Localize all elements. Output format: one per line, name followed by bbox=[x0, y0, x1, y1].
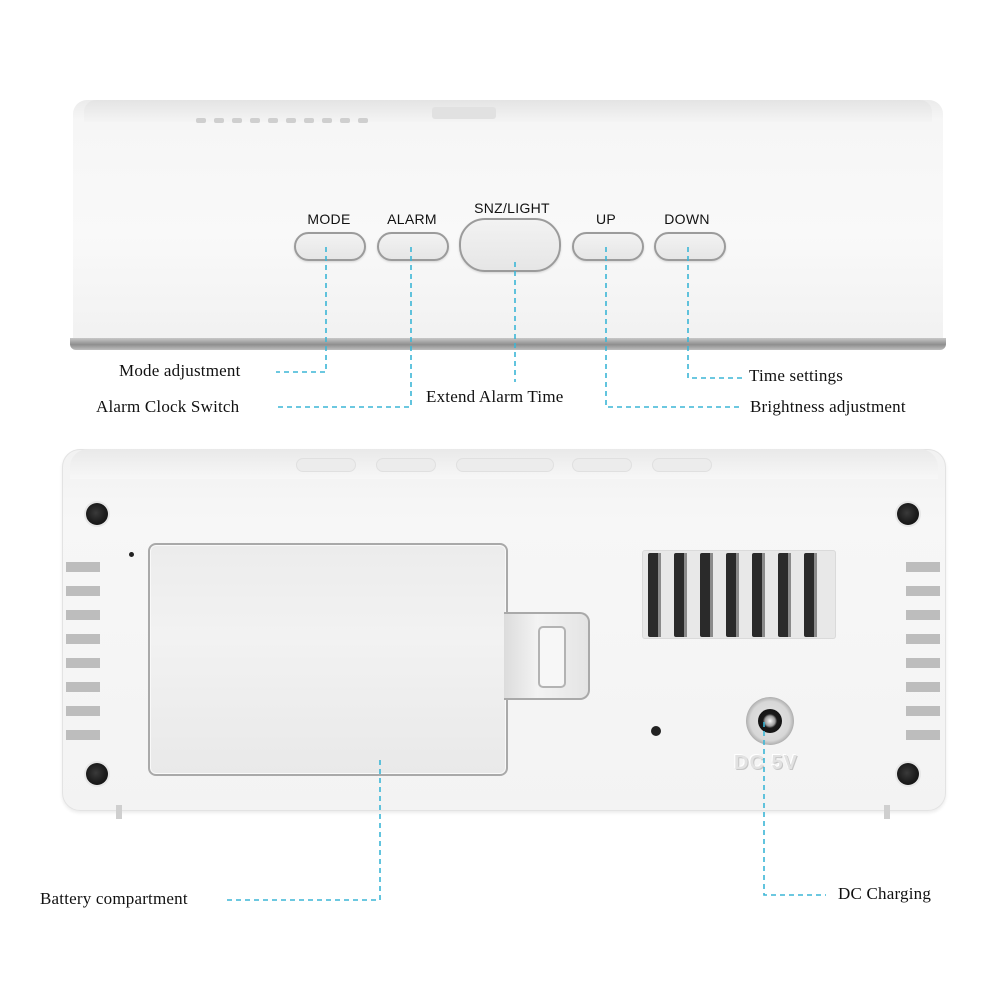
stand-foot bbox=[884, 805, 890, 819]
up-button[interactable] bbox=[572, 232, 644, 261]
grille-slot bbox=[648, 553, 661, 637]
side-vent-slot bbox=[906, 730, 940, 740]
side-vent-slot bbox=[906, 562, 940, 572]
dc-embossed-label: DC 5V bbox=[734, 752, 798, 774]
mic-hole-icon bbox=[651, 726, 661, 736]
clock-front-edge bbox=[70, 338, 946, 350]
side-vent-slot bbox=[906, 610, 940, 620]
side-vent-slot bbox=[66, 682, 100, 692]
callout-extend-alarm-time: Extend Alarm Time bbox=[426, 387, 564, 406]
top-vent bbox=[286, 118, 296, 123]
top-vent bbox=[232, 118, 242, 123]
alarm-label: ALARM bbox=[387, 211, 437, 227]
ghost-button bbox=[376, 458, 436, 472]
mode-label: MODE bbox=[307, 211, 351, 227]
top-vent bbox=[340, 118, 350, 123]
callout-mode-adjustment: Mode adjustment bbox=[119, 361, 241, 380]
side-vent-slot bbox=[66, 634, 100, 644]
side-vent-slot bbox=[906, 586, 940, 596]
screw-hole-icon bbox=[897, 503, 919, 525]
grille-slot bbox=[804, 553, 817, 637]
ghost-button bbox=[572, 458, 632, 472]
side-vent-slot bbox=[66, 730, 100, 740]
up-label: UP bbox=[595, 211, 617, 227]
reset-pinhole-icon bbox=[129, 552, 134, 557]
top-vent bbox=[322, 118, 332, 123]
side-vent-slot bbox=[906, 682, 940, 692]
screw-hole-icon bbox=[86, 503, 108, 525]
side-vent-slot bbox=[66, 706, 100, 716]
clock-top-lip bbox=[84, 100, 932, 122]
down-button[interactable] bbox=[654, 232, 726, 261]
clock-top-mark bbox=[432, 107, 496, 119]
top-vent bbox=[196, 118, 206, 123]
alarm-button[interactable] bbox=[377, 232, 449, 261]
side-vent-slot bbox=[66, 658, 100, 668]
side-vent-slot bbox=[66, 610, 100, 620]
top-vent bbox=[214, 118, 224, 123]
down-label: DOWN bbox=[664, 211, 710, 227]
side-vent-slot bbox=[66, 562, 100, 572]
dc-power-port-icon bbox=[758, 709, 782, 733]
grille-slot bbox=[726, 553, 739, 637]
snz-light-button[interactable] bbox=[459, 218, 561, 272]
callout-brightness-adjustment: Brightness adjustment bbox=[750, 397, 906, 416]
grille-slot bbox=[778, 553, 791, 637]
callout-alarm-clock-switch: Alarm Clock Switch bbox=[96, 397, 240, 416]
top-vent bbox=[358, 118, 368, 123]
ghost-button bbox=[296, 458, 356, 472]
top-vent bbox=[250, 118, 260, 123]
battery-latch-grip bbox=[538, 626, 566, 688]
snz-light-label: SNZ/LIGHT bbox=[474, 200, 550, 216]
ghost-button bbox=[456, 458, 554, 472]
battery-compartment-cover[interactable] bbox=[148, 543, 508, 776]
ghost-button bbox=[652, 458, 712, 472]
callout-battery-compartment: Battery compartment bbox=[40, 889, 188, 908]
callout-dc-charging: DC Charging bbox=[838, 884, 932, 903]
top-vent bbox=[268, 118, 278, 123]
screw-hole-icon bbox=[897, 763, 919, 785]
side-vent-slot bbox=[906, 634, 940, 644]
top-vent bbox=[304, 118, 314, 123]
grille-slot bbox=[674, 553, 687, 637]
grille-slot bbox=[700, 553, 713, 637]
side-vent-slot bbox=[906, 658, 940, 668]
side-vent-slot bbox=[906, 706, 940, 716]
side-vent-slot bbox=[66, 586, 100, 596]
callout-time-settings: Time settings bbox=[749, 366, 844, 385]
mode-button[interactable] bbox=[294, 232, 366, 261]
stand-foot bbox=[116, 805, 122, 819]
grille-slot bbox=[752, 553, 765, 637]
screw-hole-icon bbox=[86, 763, 108, 785]
